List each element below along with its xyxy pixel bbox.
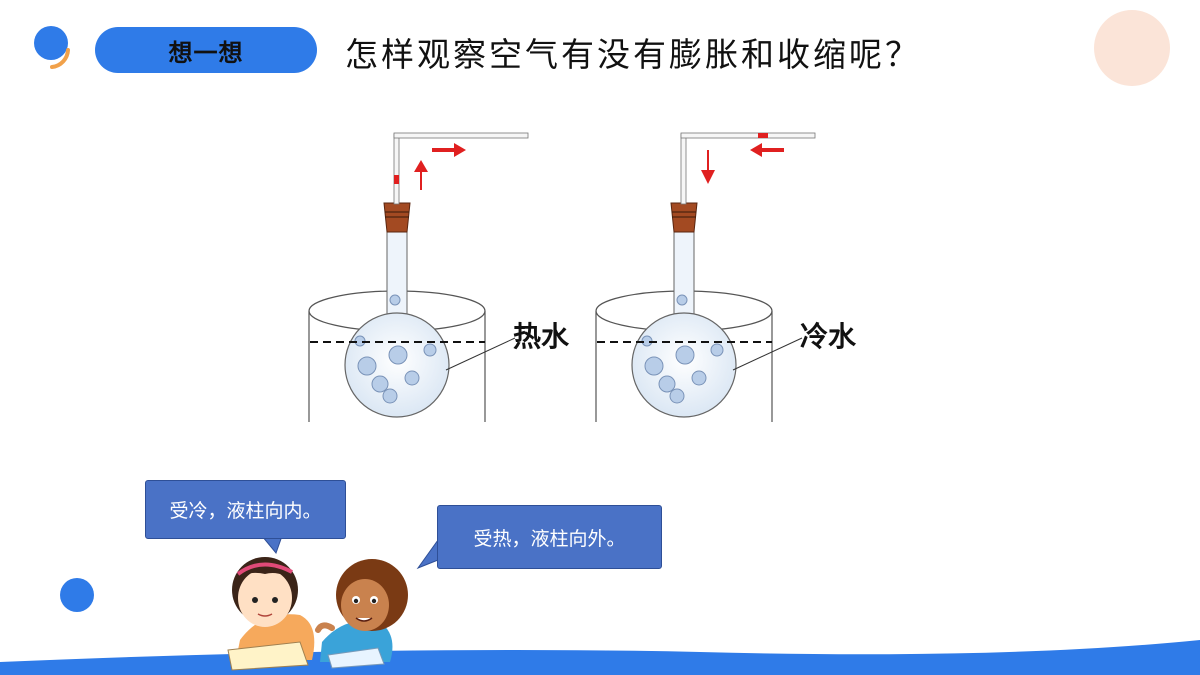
flask-body — [631, 312, 737, 418]
girl-speech-bubble: 受冷，液柱向内。 — [145, 480, 346, 539]
girl-figure — [227, 557, 315, 671]
beaker-wall — [595, 311, 773, 422]
beaker-wall — [308, 311, 486, 422]
arrow-left-icon — [750, 143, 784, 157]
boy-speech-bubble: 受热，液柱向外。 — [437, 505, 662, 569]
hot-water-label: 热水 — [513, 320, 570, 353]
page-title: 怎样观察空气有没有膨胀和收缩呢？ — [345, 35, 921, 74]
arrow-up-icon — [414, 160, 428, 190]
section-tag: 想一想 — [95, 27, 317, 73]
boy-speech-text: 受热，液柱向外。 — [473, 527, 626, 550]
orange-arc-icon — [50, 48, 70, 69]
hot-water-setup — [308, 132, 529, 422]
liquid-column — [394, 175, 399, 184]
cold-water-setup — [595, 132, 816, 422]
air-molecules — [354, 294, 437, 404]
label-leader — [445, 337, 516, 371]
air-molecules — [641, 294, 724, 404]
bottom-wave — [0, 640, 1200, 675]
girl-speech-text: 受冷，液柱向内。 — [169, 500, 322, 522]
boy-figure — [315, 559, 408, 669]
glass-tube-horizontal — [680, 132, 816, 139]
blue-dot-decor — [60, 578, 94, 612]
label-leader — [732, 337, 803, 371]
peach-circle-decor — [1094, 10, 1170, 86]
cold-water-label: 冷水 — [800, 320, 857, 353]
glass-tube-horizontal — [393, 132, 529, 139]
arrow-right-icon — [432, 143, 466, 157]
arrow-down-icon — [701, 150, 715, 184]
blue-dot-icon — [34, 26, 68, 60]
flask-body — [344, 312, 450, 418]
liquid-column — [758, 133, 768, 138]
